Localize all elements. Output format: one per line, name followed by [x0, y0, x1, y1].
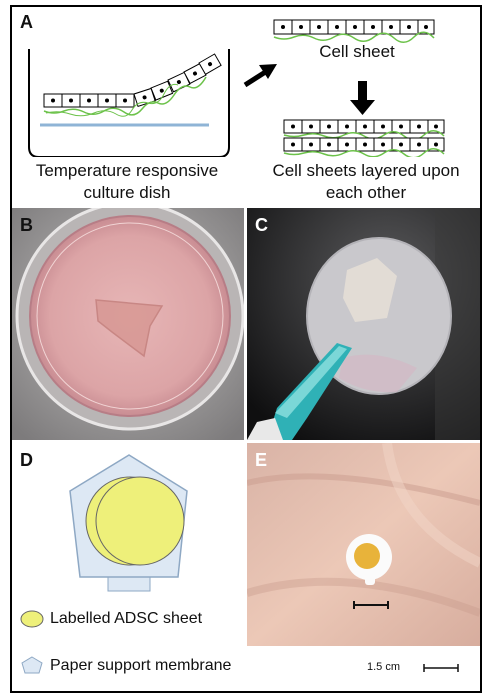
adsc-sheet — [95, 476, 185, 566]
scale-bar-legend — [423, 664, 459, 672]
arrow-down-shaft — [358, 81, 367, 101]
detaching-cell-sheet — [43, 53, 222, 117]
panel-a: A — [12, 7, 480, 207]
layered-cell-sheets — [283, 119, 445, 157]
membrane-legend-swatch — [21, 656, 43, 674]
culture-dish — [28, 49, 230, 157]
caption-dish-line2: culture dish — [83, 183, 171, 202]
applied-adsc-sheet — [354, 543, 380, 569]
panel-d: D Labelled ADSC sheet Paper support memb… — [12, 443, 244, 691]
legend-adsc-label: Labelled ADSC sheet — [50, 610, 203, 627]
panel-a-label: A — [20, 12, 33, 32]
panel-c-label: C — [255, 215, 268, 235]
arrow-to-cell-sheet — [243, 68, 269, 88]
adsc-legend-swatch — [20, 610, 44, 628]
arrow-down-head — [350, 100, 375, 115]
caption-layered-line2: each other — [325, 183, 407, 202]
skin-application-photo — [247, 443, 480, 646]
petri-dish-photo — [12, 208, 244, 440]
detached-cell-sheet — [95, 299, 164, 358]
membrane-pickup-photo — [247, 208, 480, 440]
panel-e-photo: E — [247, 443, 480, 646]
panel-e-label: E — [255, 450, 268, 470]
panel-c-photo: C — [247, 208, 480, 440]
caption-dish-line1: Temperature responsive — [35, 161, 219, 180]
panel-d-label: D — [20, 450, 33, 470]
membrane-diagram — [69, 454, 188, 592]
scale-bar-text: 1.5 cm — [367, 661, 401, 673]
panel-a-diagram — [28, 19, 445, 157]
panel-b-photo: B — [12, 208, 244, 440]
caption-layered-line1: Cell sheets layered upon — [272, 161, 460, 180]
panel-b-label: B — [20, 215, 33, 235]
cell-sheet-label: Cell sheet — [319, 42, 395, 61]
single-cell-sheet — [273, 19, 435, 43]
figure-frame: A — [10, 5, 482, 693]
legend-membrane-label: Paper support membrane — [50, 657, 232, 674]
